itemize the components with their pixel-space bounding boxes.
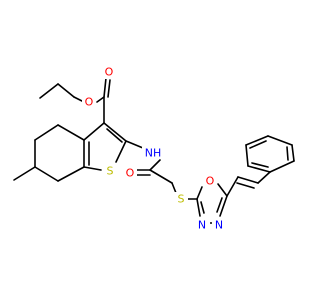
bond-s-c7a [83,166,102,171]
atom-s-thiophene: S [107,165,114,178]
bond-c5-n4 [219,195,228,217]
bond-c5-n4-double [216,197,223,213]
atom-n-oxadiazole-left: N [198,219,206,232]
bond-n3-c2 [196,198,201,217]
bond-c2-o1 [196,186,203,200]
bond-ph-3 [267,135,293,146]
bond-ph-double-2 [249,140,267,149]
bond-co-ch2 [149,169,173,184]
molecule-diagram: O O NH S O S O N N [13,65,295,232]
bond-c4-c5 [34,124,59,141]
atom-s-thioether: S [178,193,185,206]
styryl-group [226,171,271,197]
bond-carbonyl-o-1 [103,77,107,98]
tetrahydro-ring [13,124,90,182]
bond-carbonyl-o-2 [107,79,111,98]
bond-ph-2 [291,144,295,162]
atom-nh-amide: NH [145,147,162,160]
bond-methyl [13,166,36,181]
bond-ch2-o [73,96,83,102]
phenyl-ring [245,135,295,173]
bond-n-co [149,159,161,171]
bond-c3-c2-double [106,128,123,143]
bond-ph-double-3 [251,162,269,168]
bond-vinyl-phenyl [257,171,271,184]
bond-ch2-s [171,182,177,194]
bond-c6-c7 [34,166,59,182]
bond-vinyl-double-2 [236,182,255,189]
structure-drawing: O O NH S O S O N N [13,65,295,232]
atom-o-oxadiazole: O [206,175,215,188]
bond-c7-c7a [57,166,85,182]
atom-labels: O O NH S O S O N N [82,65,226,232]
bond-c2-s [115,140,127,163]
atom-o-ester: O [85,96,94,109]
bond-c3a-c3 [83,122,105,141]
bond-c3-c2 [103,122,127,142]
bond-ethyl-ch3 [39,83,59,99]
atom-o-amide: O [126,167,135,180]
bond-vinyl-double [237,176,259,184]
bond-ph-double-1 [286,146,289,161]
thiophene-ring [83,122,127,171]
bond-c5-vinyl [226,176,239,197]
bond-c3a-c4 [57,124,85,141]
bond-o-carbonyl [96,96,105,103]
bond-ph-6 [247,165,271,173]
atom-n-oxadiazole-right: N [215,219,223,232]
bond-o1-c5 [217,183,228,197]
bond-ph-5 [245,144,249,167]
atom-o-carbonyl: O [105,66,114,79]
bond-ph-1 [269,160,295,173]
bond-ph-4 [245,135,269,146]
bond-ethyl-ch2 [57,83,75,98]
ethyl-ester-group [39,77,111,124]
bond-c2-n [125,140,144,149]
oxadiazole-ring [196,183,228,224]
bond-n3-c2-double [200,201,205,214]
